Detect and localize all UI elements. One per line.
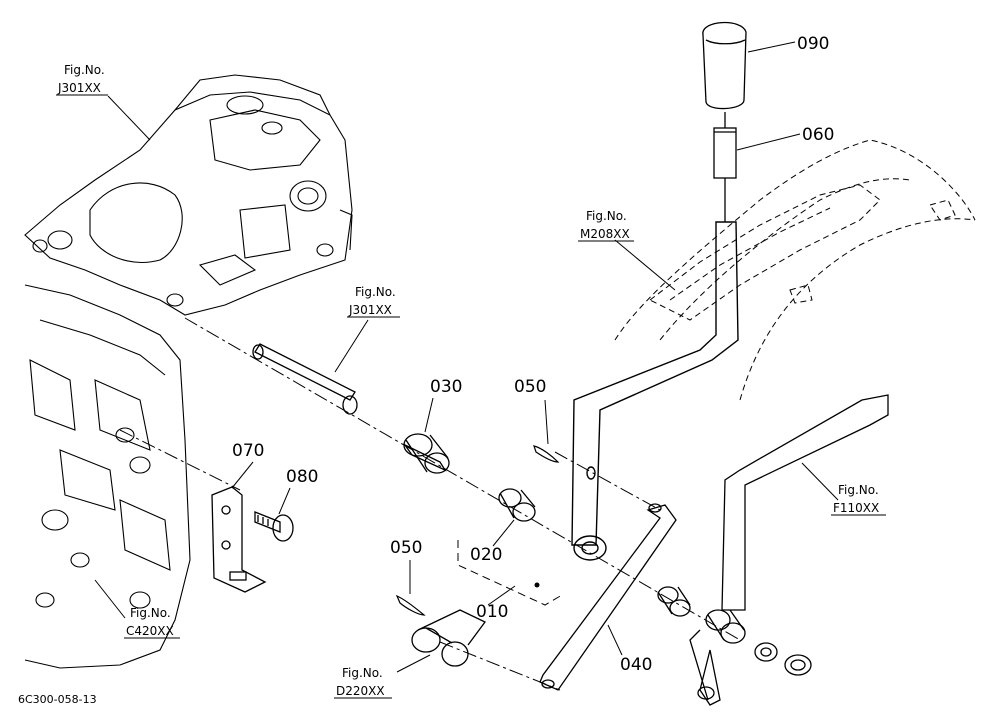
pin-050-lower-drawing bbox=[395, 594, 426, 616]
figure-ref-label: Fig.No. bbox=[342, 666, 383, 680]
callout-060: 060 bbox=[802, 125, 834, 145]
figure-ref-f110xx: Fig.No. F110XX bbox=[831, 483, 886, 516]
drawing-code: 6C300-058-13 bbox=[18, 693, 97, 706]
figure-ref-number: D220XX bbox=[336, 684, 385, 698]
bracket-070-drawing bbox=[211, 486, 267, 593]
callout-050-lower: 050 bbox=[390, 538, 422, 558]
transmission-housing-drawing bbox=[24, 74, 353, 316]
lower-housing-drawing bbox=[24, 284, 191, 669]
figure-ref-label: Fig.No. bbox=[64, 63, 105, 77]
knob-090-drawing bbox=[702, 21, 747, 110]
bushing-030-drawing bbox=[403, 433, 450, 474]
figure-ref-label: Fig.No. bbox=[130, 606, 171, 620]
callout-040: 040 bbox=[620, 655, 652, 675]
figure-ref-label: Fig.No. bbox=[586, 209, 627, 223]
figure-references: Fig.No. J301XX Fig.No. J301XX Fig.No. M2… bbox=[56, 63, 886, 699]
figure-ref-label: Fig.No. bbox=[355, 285, 396, 299]
figure-ref-c420xx: Fig.No. C420XX bbox=[124, 606, 180, 639]
figure-ref-number: J301XX bbox=[57, 81, 101, 95]
figure-ref-number: F110XX bbox=[833, 501, 879, 515]
figure-ref-label: Fig.No. bbox=[838, 483, 879, 497]
figure-ref-j301xx-top: Fig.No. J301XX bbox=[56, 63, 108, 96]
figure-ref-number: J301XX bbox=[348, 303, 392, 317]
figure-ref-m208xx: Fig.No. M208XX bbox=[578, 209, 634, 242]
rod-040-drawing bbox=[539, 503, 677, 691]
figure-ref-j301xx-shaft: Fig.No. J301XX bbox=[347, 285, 400, 318]
leader-lines bbox=[94, 41, 839, 673]
fender-outline-drawing bbox=[614, 139, 976, 401]
sleeve-060-drawing bbox=[713, 112, 737, 222]
figure-ref-d220xx: Fig.No. D220XX bbox=[334, 666, 392, 699]
shaft-drawing bbox=[252, 343, 358, 415]
bushing-020-drawing bbox=[498, 488, 536, 522]
part-010-bracket-dashed bbox=[457, 540, 563, 606]
pin-050-upper-drawing bbox=[533, 445, 560, 463]
shaft-bushings-right bbox=[657, 586, 812, 676]
callout-090: 090 bbox=[797, 34, 829, 54]
callout-020: 020 bbox=[470, 545, 502, 565]
callout-010: 010 bbox=[476, 602, 508, 622]
callout-labels: 090 060 030 050 070 080 020 050 010 040 bbox=[232, 34, 834, 675]
callout-030: 030 bbox=[430, 377, 462, 397]
assembly-center-lines bbox=[119, 317, 741, 691]
figure-ref-number: M208XX bbox=[580, 227, 630, 241]
callout-050-upper: 050 bbox=[514, 377, 546, 397]
link-d220xx-drawing bbox=[411, 609, 486, 667]
lever-f110xx-drawing bbox=[689, 394, 889, 706]
figure-ref-number: C420XX bbox=[126, 624, 174, 638]
callout-070: 070 bbox=[232, 441, 264, 461]
bolt-080-drawing bbox=[254, 511, 294, 542]
part-010-dot bbox=[534, 582, 540, 588]
callout-080: 080 bbox=[286, 467, 318, 487]
main-lever-010-drawing bbox=[571, 221, 739, 561]
